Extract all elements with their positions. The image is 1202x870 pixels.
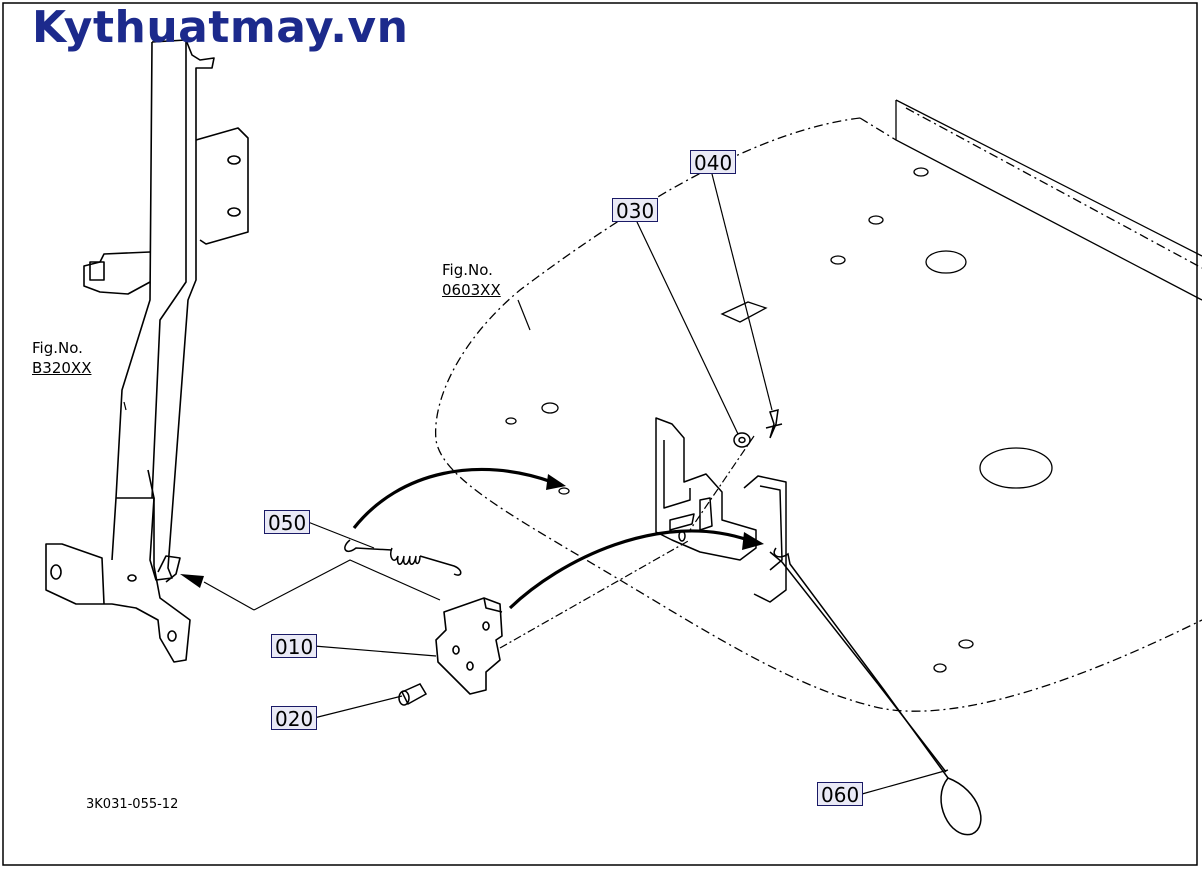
arrow-head-plate [742,532,764,550]
install-arrows [352,467,749,610]
assembly-lines [203,435,755,649]
callout-010[interactable]: 010 [271,634,318,659]
site-logo: Kythuatmay.vn [32,2,409,53]
arrow-head-frame [180,574,204,588]
arrow-head-spring [546,474,566,490]
stand-bracket [655,417,787,603]
callout-leaders [123,173,949,795]
callout-030[interactable]: 030 [612,198,659,223]
figure-ref-number: B320XX [32,359,92,377]
clip-040 [765,409,783,439]
callout-060[interactable]: 060 [817,782,864,807]
figure-ref-0603: Fig.No. 0603XX [442,260,501,300]
callout-020[interactable]: 020 [271,706,318,731]
floor-plate [434,99,1202,712]
washer-030 [733,432,751,448]
spring-050 [344,539,462,576]
figure-ref-b320: Fig.No. B320XX [32,338,91,378]
rod-060 [769,547,982,836]
drawing-number: 3K031-055-12 [86,797,179,812]
callout-050[interactable]: 050 [264,510,311,535]
frame-bracket [45,39,249,663]
figure-ref-label: Fig.No. [32,339,83,357]
pin-020 [398,683,428,706]
callout-040[interactable]: 040 [690,150,737,175]
figure-ref-number: 0603XX [442,281,501,299]
stopper-plate-010 [435,597,503,695]
figure-ref-label: Fig.No. [442,261,493,279]
